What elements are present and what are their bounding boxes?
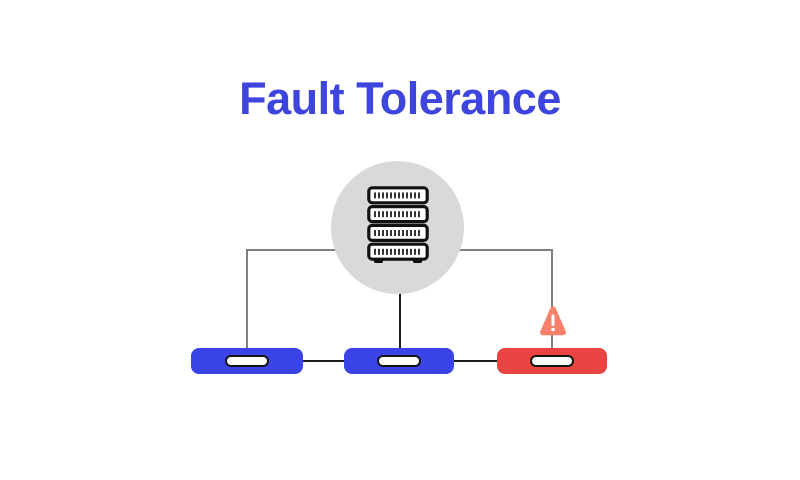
page-title: Fault Tolerance bbox=[239, 73, 561, 124]
cluster-node-1 bbox=[191, 348, 303, 374]
drop-line-center bbox=[399, 250, 401, 349]
warning-triangle-icon bbox=[540, 304, 566, 338]
drop-line-left bbox=[246, 249, 248, 349]
server-rack-icon bbox=[367, 186, 429, 269]
node-link-right bbox=[454, 360, 497, 362]
cluster-node-2 bbox=[344, 348, 454, 374]
node-slot bbox=[377, 355, 421, 367]
drop-line-right bbox=[551, 249, 553, 350]
node-slot bbox=[225, 355, 269, 367]
server-hub-circle bbox=[331, 161, 464, 294]
node-slot bbox=[530, 355, 574, 367]
cluster-node-3-faulted bbox=[497, 348, 607, 374]
node-link-left bbox=[303, 360, 344, 362]
